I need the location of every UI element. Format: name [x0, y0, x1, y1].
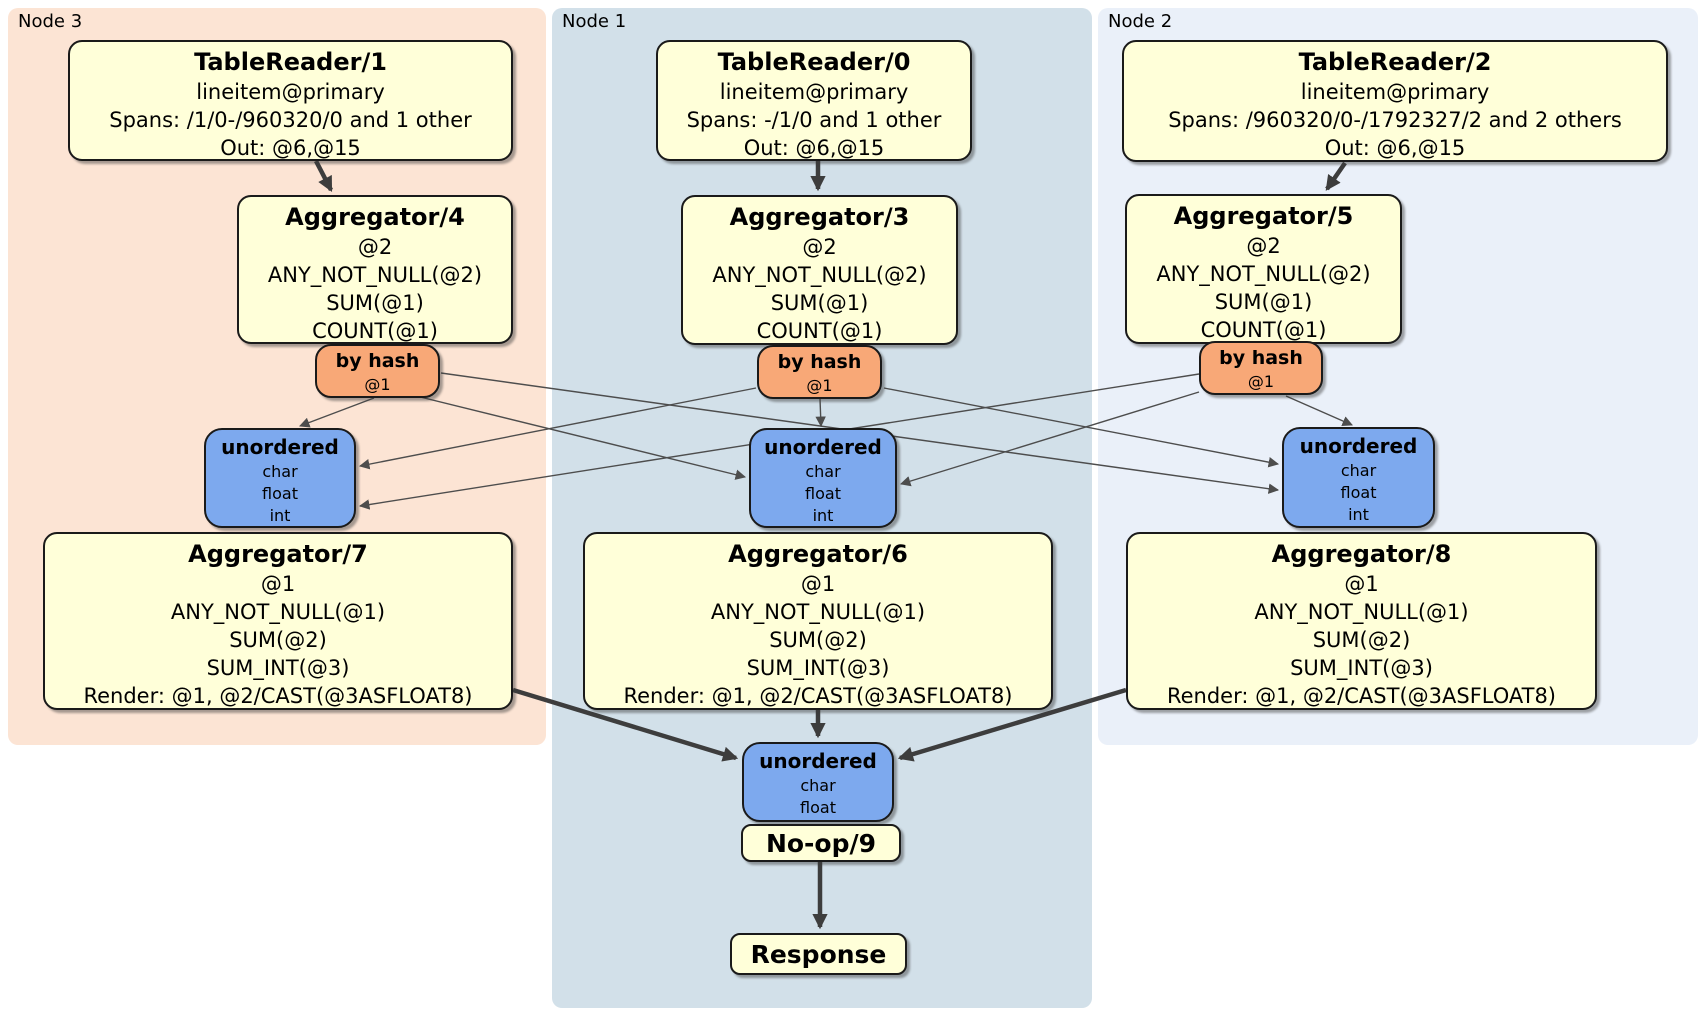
- hash-router-box-byhash-right: by hash @1: [1199, 341, 1323, 395]
- box-line: ANY_NOT_NULL(@2): [267, 263, 483, 287]
- node-label: Node 2: [1108, 11, 1173, 32]
- processor-box-response: Response: [730, 933, 907, 975]
- box-line: int: [1348, 505, 1369, 524]
- box-line: Render: @1, @2/CAST(@3ASFLOAT8): [623, 684, 1013, 708]
- box-line: Out: @6,@15: [1324, 136, 1466, 160]
- box-line: int: [269, 506, 291, 525]
- box-line: char: [805, 462, 841, 481]
- box-title: Aggregator/8: [1271, 540, 1452, 568]
- box-line: Out: @6,@15: [220, 136, 361, 160]
- box-line: float: [805, 484, 841, 503]
- box-line: @1: [806, 376, 833, 395]
- node-label: Node 1: [562, 11, 627, 32]
- box-line: SUM(@2): [769, 628, 867, 652]
- box-title: unordered: [759, 749, 877, 773]
- box-title: Response: [750, 939, 887, 969]
- box-line: SUM(@1): [770, 291, 869, 315]
- box-line: @1: [800, 572, 836, 596]
- processor-box-no-op-9: No-op/9: [741, 824, 901, 862]
- box-title: TableReader/2: [1298, 48, 1492, 76]
- box-line: @2: [357, 235, 393, 259]
- box-title: unordered: [764, 435, 882, 459]
- box-title: by hash: [1219, 347, 1303, 369]
- box-line: COUNT(@1): [1200, 318, 1327, 342]
- box-line: float: [262, 484, 298, 503]
- box-line: char: [1340, 461, 1377, 480]
- box-line: SUM(@2): [1312, 628, 1411, 652]
- unordered-sync-box-unordered-final: unordered char float: [742, 742, 894, 822]
- box-line: ANY_NOT_NULL(@1): [1254, 600, 1469, 624]
- unordered-sync-box-unordered-middle: unordered char float int: [749, 428, 897, 528]
- box-line: Spans: /1/0-/960320/0 and 1 other: [109, 108, 472, 132]
- hash-router-box-byhash-middle: by hash @1: [757, 345, 882, 399]
- box-line: COUNT(@1): [312, 319, 438, 343]
- box-line: ANY_NOT_NULL(@2): [712, 263, 927, 287]
- box-line: SUM(@2): [229, 628, 327, 652]
- box-line: @1: [1247, 372, 1275, 391]
- box-line: COUNT(@1): [756, 319, 883, 343]
- box-title: by hash: [777, 351, 862, 373]
- box-line: Spans: /960320/0-/1792327/2 and 2 others: [1168, 108, 1622, 132]
- box-line: char: [262, 462, 298, 481]
- box-line: @1: [364, 375, 391, 394]
- box-line: lineitem@primary: [1300, 80, 1490, 104]
- box-line: SUM(@1): [326, 291, 424, 315]
- box-title: Aggregator/6: [728, 540, 908, 568]
- box-line: lineitem@primary: [719, 80, 909, 104]
- box-line: @2: [802, 235, 837, 259]
- node-label: Node 3: [18, 11, 83, 32]
- box-line: @1: [260, 572, 296, 596]
- box-line: @1: [1344, 572, 1379, 596]
- box-title: by hash: [335, 350, 420, 372]
- box-line: int: [812, 506, 834, 525]
- box-title: TableReader/1: [194, 48, 387, 76]
- unordered-sync-box-unordered-right: unordered char float int: [1282, 427, 1435, 528]
- box-title: unordered: [1299, 434, 1418, 458]
- box-title: Aggregator/7: [188, 540, 368, 568]
- box-line: lineitem@primary: [196, 80, 385, 104]
- box-line: float: [800, 798, 836, 817]
- box-title: Aggregator/4: [285, 203, 465, 231]
- unordered-sync-box-unordered-left: unordered char float int: [204, 428, 356, 528]
- box-title: TableReader/0: [717, 48, 911, 76]
- box-title: Aggregator/5: [1173, 202, 1354, 230]
- hash-router-box-byhash-left: by hash @1: [315, 344, 440, 398]
- box-line: Render: @1, @2/CAST(@3ASFLOAT8): [1166, 684, 1557, 708]
- box-line: Spans: -/1/0 and 1 other: [686, 108, 942, 132]
- box-line: SUM_INT(@3): [1290, 656, 1433, 680]
- box-line: Out: @6,@15: [743, 136, 885, 160]
- box-line: SUM_INT(@3): [746, 656, 890, 680]
- box-title: Aggregator/3: [729, 203, 910, 231]
- box-line: SUM(@1): [1214, 290, 1313, 314]
- box-line: ANY_NOT_NULL(@1): [170, 600, 386, 624]
- box-title: unordered: [221, 435, 339, 459]
- box-line: ANY_NOT_NULL(@2): [1156, 262, 1371, 286]
- box-line: char: [800, 776, 836, 795]
- box-line: float: [1340, 483, 1377, 502]
- box-line: ANY_NOT_NULL(@1): [710, 600, 926, 624]
- box-line: SUM_INT(@3): [206, 656, 350, 680]
- box-line: @2: [1246, 234, 1281, 258]
- box-title: No-op/9: [765, 828, 877, 858]
- box-line: Render: @1, @2/CAST(@3ASFLOAT8): [83, 684, 473, 708]
